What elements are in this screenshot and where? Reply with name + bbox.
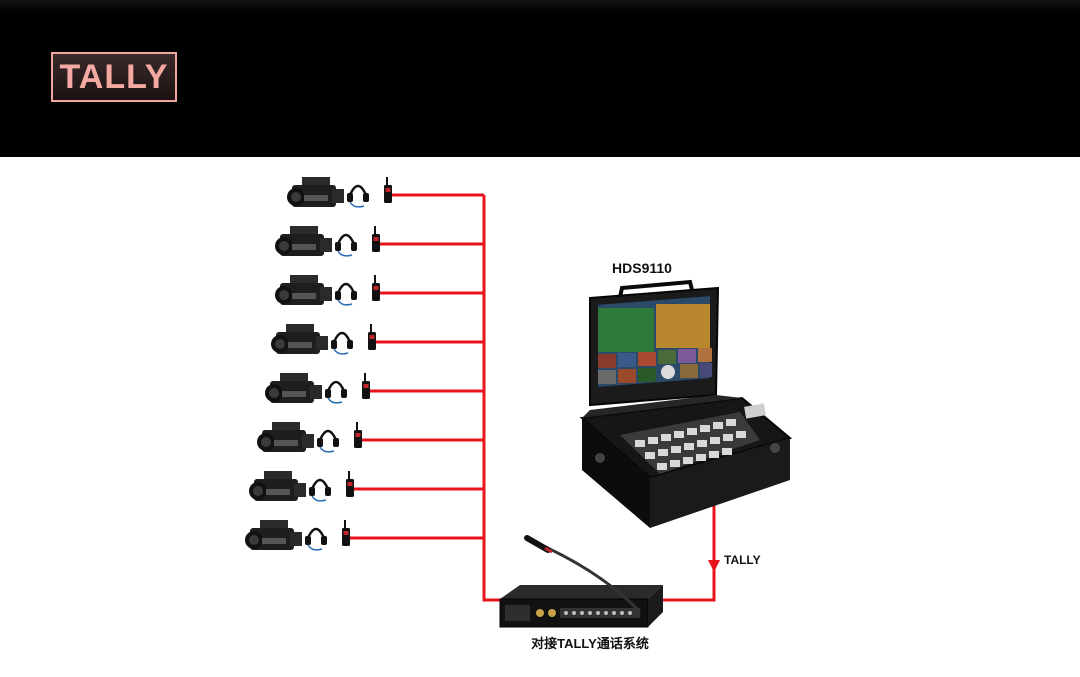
- tally-arrow-icon: [708, 560, 720, 572]
- camcorder-icon: [257, 422, 314, 452]
- camera-station: [265, 373, 370, 403]
- camera-station: [287, 177, 392, 207]
- intercom-unit: [500, 538, 663, 627]
- tally-badge-text: TALLY: [60, 58, 169, 97]
- camera-stations: [245, 177, 392, 550]
- walkie-talkie-icon: [362, 373, 370, 399]
- camera-station: [275, 275, 380, 305]
- camcorder-icon: [249, 471, 306, 501]
- tally-badge: TALLY: [51, 52, 177, 102]
- walkie-talkie-icon: [372, 275, 380, 301]
- camcorder-icon: [265, 373, 322, 403]
- camera-station: [275, 226, 380, 256]
- headset-icon: [331, 333, 353, 354]
- camcorder-icon: [245, 520, 302, 550]
- camera-station: [249, 471, 354, 501]
- tally-bus-wire: [484, 195, 500, 600]
- camcorder-icon: [271, 324, 328, 354]
- walkie-talkie-icon: [354, 422, 362, 448]
- headset-icon: [347, 186, 369, 207]
- camera-station: [245, 520, 350, 550]
- camera-station: [257, 422, 362, 452]
- camcorder-icon: [287, 177, 344, 207]
- intercom-label: 对接TALLY通话系统: [531, 636, 649, 651]
- headset-icon: [335, 284, 357, 305]
- walkie-talkie-icon: [346, 471, 354, 497]
- tally-system-diagram: HDS9110 TALLY 对接TALLY通话系统: [0, 157, 1080, 677]
- headset-icon: [317, 431, 339, 452]
- headset-icon: [335, 235, 357, 256]
- headset-icon: [309, 480, 331, 501]
- headset-icon: [305, 529, 327, 550]
- switcher-label: HDS9110: [612, 260, 672, 276]
- headset-icon: [325, 382, 347, 403]
- camera-station: [271, 324, 376, 354]
- header-banner: TALLY: [0, 0, 1080, 157]
- hds9110-switcher: [582, 282, 790, 528]
- camcorder-icon: [275, 275, 332, 305]
- camcorder-icon: [275, 226, 332, 256]
- walkie-talkie-icon: [368, 324, 376, 350]
- walkie-talkie-icon: [342, 520, 350, 546]
- tally-signal-label: TALLY: [724, 553, 761, 567]
- walkie-talkie-icon: [384, 177, 392, 203]
- walkie-talkie-icon: [372, 226, 380, 252]
